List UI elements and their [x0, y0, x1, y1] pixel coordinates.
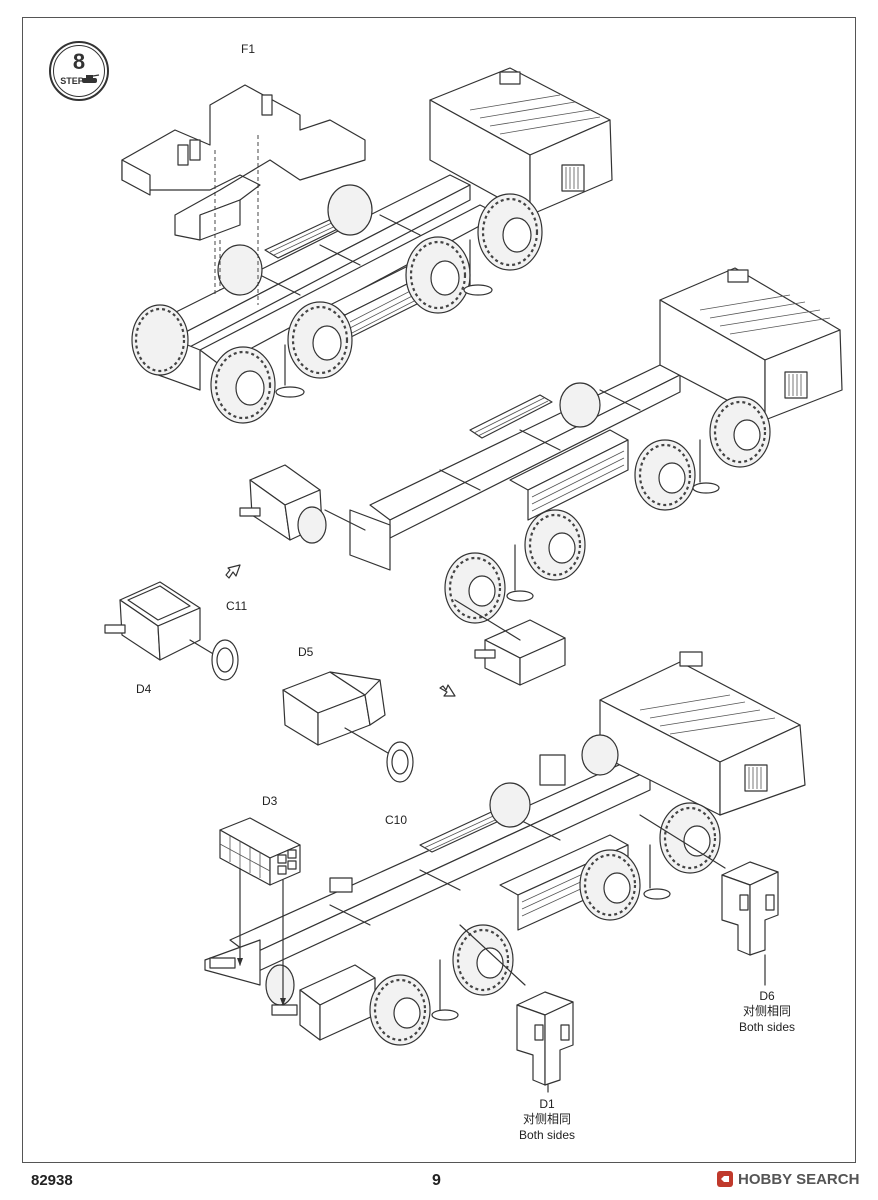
step-label: STEP	[60, 76, 84, 86]
truck-bottom	[204, 651, 806, 1046]
part-c11	[211, 639, 239, 681]
label-f1: F1	[241, 42, 256, 56]
label-d5: D5	[298, 645, 314, 659]
watermark: HOBBY SEARCH	[716, 1170, 859, 1188]
label-d1-cn: 对侧相同	[522, 1112, 571, 1126]
label-d1-en: Both sides	[518, 1128, 576, 1142]
label-c11: C11	[226, 599, 248, 613]
part-d6	[721, 861, 779, 986]
page-number: 9	[432, 1172, 441, 1189]
part-d3	[219, 817, 301, 1006]
step-badge: 8 STEP	[49, 41, 109, 101]
truck-middle	[225, 267, 843, 697]
label-d6-cn: 对侧相同	[742, 1004, 791, 1018]
part-d1	[516, 991, 574, 1093]
part-d5	[282, 671, 401, 761]
label-c10: C10	[385, 813, 408, 827]
label-d3: D3	[262, 794, 278, 808]
label-d1: D1	[539, 1097, 555, 1111]
hobby-search-logo-icon	[717, 1171, 733, 1187]
part-d4	[104, 581, 216, 661]
product-code: 82938	[31, 1172, 73, 1189]
part-c10	[386, 741, 414, 783]
part-f1	[121, 84, 366, 305]
step-number: 8	[73, 49, 85, 74]
tank-icon	[82, 74, 100, 83]
watermark-text: HOBBY SEARCH	[738, 1170, 860, 1188]
label-d6-en: Both sides	[738, 1020, 796, 1034]
page-frame	[22, 17, 856, 1163]
truck-top	[131, 67, 613, 424]
label-d4: D4	[136, 682, 152, 696]
label-d6: D6	[759, 989, 775, 1003]
